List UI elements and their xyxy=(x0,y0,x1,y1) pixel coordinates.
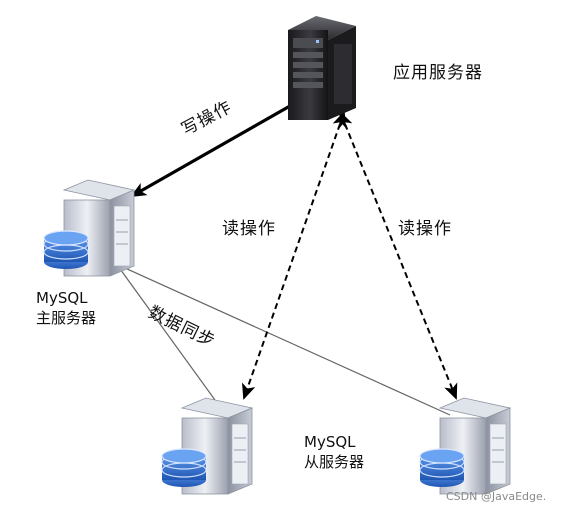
write-arrow xyxy=(130,88,319,198)
database-disk-icon xyxy=(43,230,89,269)
mysql-slave-left-icon xyxy=(161,397,254,495)
sync-line-right xyxy=(124,267,451,416)
mysql-master-label-line2: 主服务器 xyxy=(36,309,97,327)
mysql-slaves-label-line2: 从服务器 xyxy=(304,453,365,471)
database-disk-icon xyxy=(161,448,207,487)
mysql-slave-right-icon xyxy=(419,397,512,495)
read-arrow-left xyxy=(242,110,346,400)
watermark: CSDN @JavaEdge. xyxy=(446,490,547,503)
mysql-slaves-label: MySQL 从服务器 xyxy=(304,432,364,472)
mysql-master-icon xyxy=(43,179,136,277)
app-server-label: 应用服务器 xyxy=(393,63,483,83)
read-op-label-right: 读操作 xyxy=(398,219,452,239)
sync-lines xyxy=(114,261,451,416)
mysql-master-label: MySQL 主服务器 xyxy=(36,288,96,328)
database-disk-icon xyxy=(419,448,465,487)
mysql-slaves-label-line1: MySQL xyxy=(304,433,356,451)
read-arrow-right xyxy=(339,111,458,400)
sync-line-left xyxy=(114,261,216,401)
app-server-icon xyxy=(288,16,356,120)
read-op-label-left: 读操作 xyxy=(222,219,276,239)
mysql-master-label-line1: MySQL xyxy=(36,289,88,307)
